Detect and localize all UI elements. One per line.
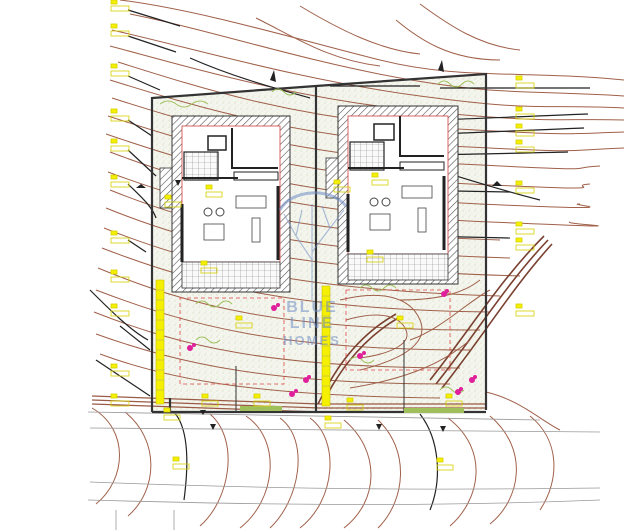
street-edges: [87, 411, 601, 530]
house-right: [325, 105, 459, 285]
flower-icons: [187, 289, 477, 397]
contour-lines-right-lot: [339, 279, 491, 389]
stair-strips: [155, 279, 331, 407]
contour-lines-street: [91, 391, 561, 529]
house-left: [159, 115, 291, 293]
elevation-markers: [110, 0, 535, 471]
planting: [159, 80, 475, 413]
setback-lines: [179, 289, 451, 385]
tree-icon: [278, 191, 348, 300]
section-markers: [136, 60, 502, 432]
